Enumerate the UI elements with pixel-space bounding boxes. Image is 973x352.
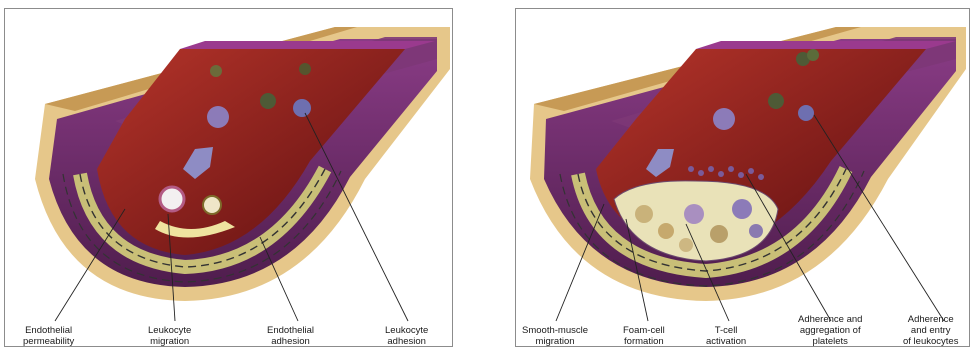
artery-cross-section-illustration [516, 9, 970, 347]
artery-cross-section-illustration [5, 9, 453, 347]
